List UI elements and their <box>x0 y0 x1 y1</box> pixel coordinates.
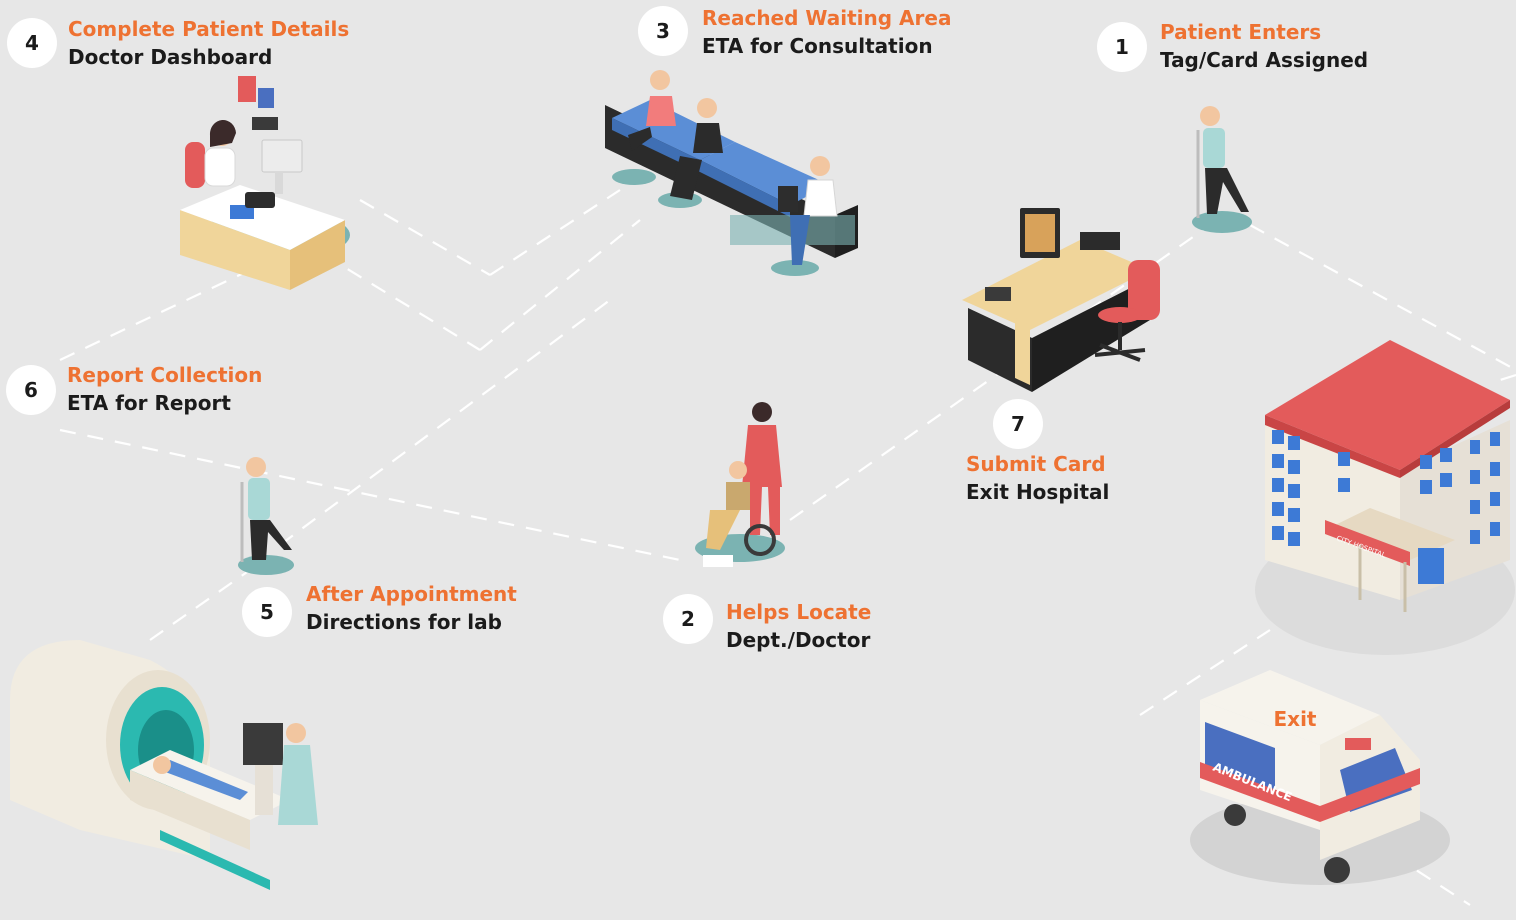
step-title: Helps Locate <box>726 600 872 624</box>
step-subtitle: Directions for lab <box>306 610 502 634</box>
waiting-bench-icon <box>605 70 858 276</box>
step-number-badge: 3 <box>638 6 688 56</box>
reception-desk-icon <box>962 208 1160 392</box>
wheelchair-porter-icon <box>695 402 785 567</box>
step-number-badge: 7 <box>993 399 1043 449</box>
step-subtitle: Doctor Dashboard <box>68 45 273 69</box>
patient-crutches-icon <box>238 457 294 575</box>
step-title: Reached Waiting Area <box>702 6 952 30</box>
step-subtitle: Dept./Doctor <box>726 628 871 652</box>
step-subtitle: ETA for Consultation <box>702 34 933 58</box>
step-number-badge: 1 <box>1097 22 1147 72</box>
mri-scanner-icon <box>10 640 318 890</box>
exit-label: Exit <box>1273 707 1317 731</box>
step-title: After Appointment <box>306 582 517 606</box>
patient-crutches-icon <box>1192 106 1252 233</box>
ambulance-icon: AMBULANCE <box>1190 670 1450 885</box>
step-number-badge: 2 <box>663 594 713 644</box>
step-subtitle: Tag/Card Assigned <box>1160 48 1369 72</box>
doctor-desk-icon <box>180 76 350 290</box>
step-number-badge: 6 <box>6 365 56 415</box>
step-number-badge: 4 <box>7 18 57 68</box>
step-title: Complete Patient Details <box>68 17 350 41</box>
step-subtitle: Exit Hospital <box>966 480 1110 504</box>
hospital-building-icon: CITY HOSPITAL <box>1255 340 1515 655</box>
step-title: Submit Card <box>966 452 1106 476</box>
step-number-badge: 5 <box>242 587 292 637</box>
step-subtitle: ETA for Report <box>67 391 231 415</box>
step-title: Report Collection <box>67 363 263 387</box>
step-title: Patient Enters <box>1160 20 1322 44</box>
